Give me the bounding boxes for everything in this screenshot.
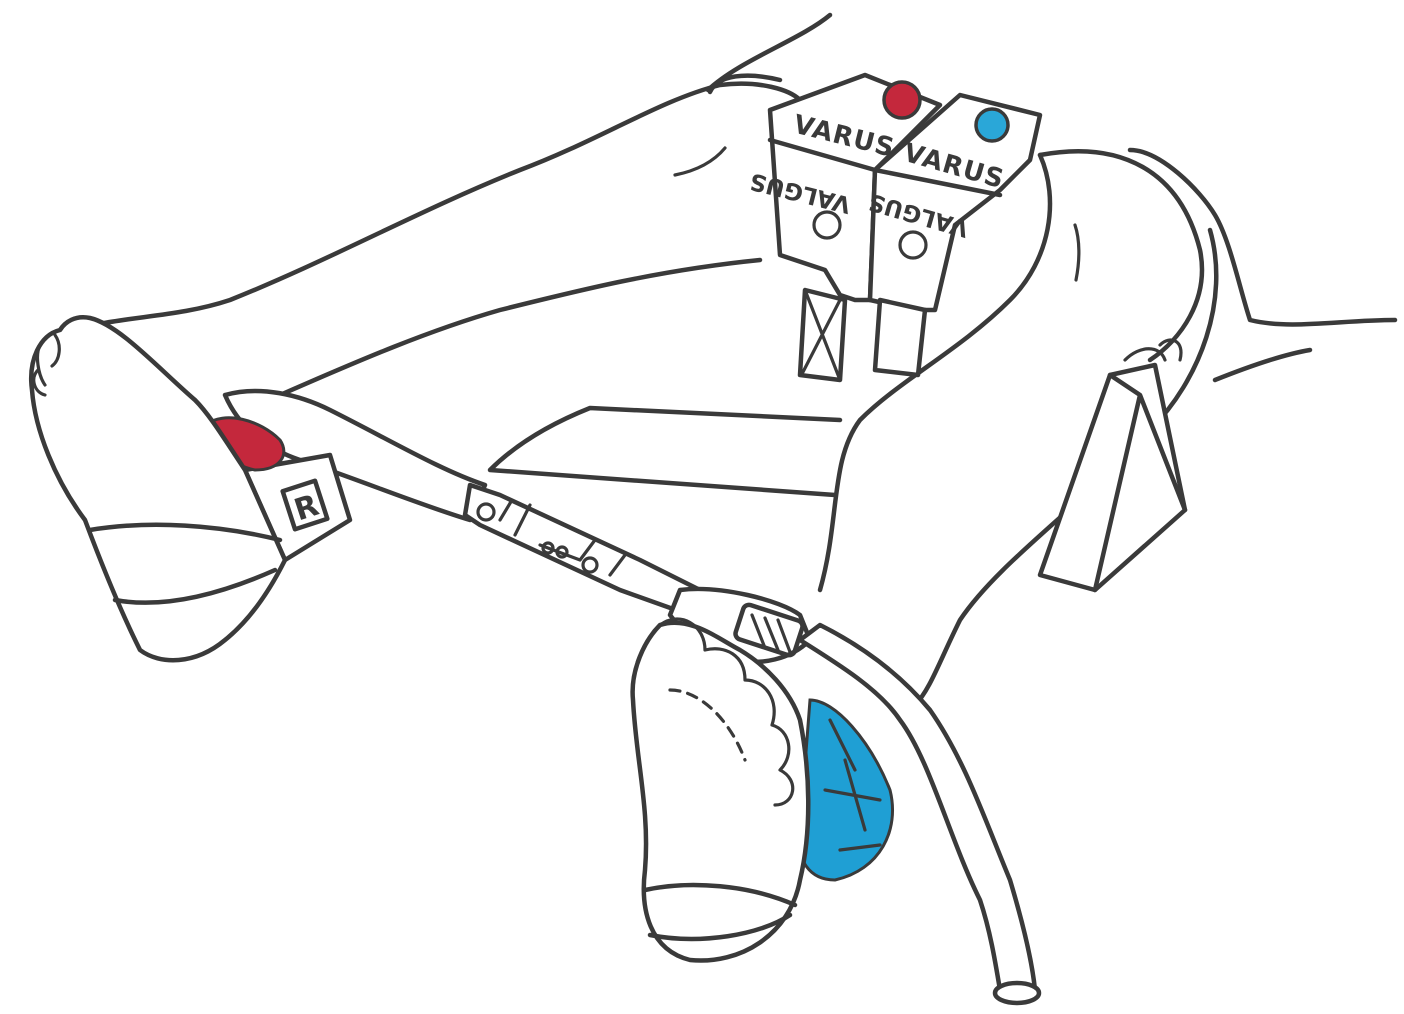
seat-line (490, 408, 840, 495)
left-foot (31, 317, 285, 660)
left-device-indicator (884, 82, 920, 118)
right-blue-pad (799, 700, 892, 880)
right-foot (633, 623, 809, 961)
wedge-block (1040, 365, 1185, 590)
left-thigh-under (280, 260, 760, 395)
knee-crease (675, 148, 725, 175)
right-device-stem (875, 300, 925, 375)
left-thigh (60, 84, 800, 335)
hose-end (995, 983, 1039, 1003)
right-thigh-inner (1075, 225, 1079, 280)
right-device-indicator (976, 109, 1008, 141)
brace-rod (465, 485, 700, 615)
